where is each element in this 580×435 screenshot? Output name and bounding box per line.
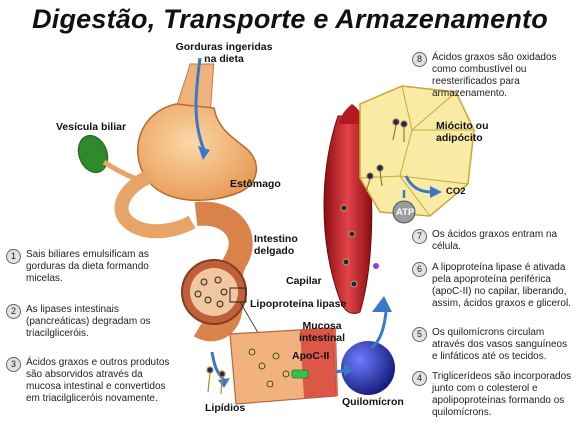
step-text: A lipoproteína lipase é ativada pela apo… — [432, 262, 571, 309]
step-7: 7 Os ácidos graxos entram na célula. — [412, 229, 574, 253]
step-text: Os ácidos graxos entram na célula. — [432, 229, 558, 252]
step-text: As lipases intestinais (pancreáticas) de… — [26, 304, 151, 339]
step-4: 4 Triglicerídeos são incorporados junto … — [412, 371, 574, 419]
label-gallbladder: Vesícula biliar — [56, 121, 127, 133]
step-text: Triglicerídeos são incorporados junto co… — [432, 371, 572, 418]
label-ingested-fats: Gorduras ingeridas na dieta — [175, 41, 273, 65]
fatty-acid-molecules — [365, 118, 408, 193]
step-5: 5 Os quilomícrons circulam através dos v… — [412, 327, 574, 363]
step-6: 6 A lipoproteína lipase é ativada pela a… — [412, 262, 574, 310]
step-text: Ácidos graxos são oxidados como combustí… — [432, 52, 557, 99]
step-number: 2 — [6, 304, 21, 319]
page-title: Digestão, Transporte e Armazenamento — [32, 4, 548, 34]
label-small-intestine: Intestino delgado — [254, 233, 298, 257]
label-myocyte: Miócito ou adipócito — [436, 120, 489, 144]
label-chylomicron: Quilomícron — [342, 396, 404, 408]
step-8: 8 Ácidos graxos são oxidados como combus… — [412, 52, 574, 100]
step-number: 1 — [6, 249, 21, 264]
zoom-box — [229, 287, 247, 303]
step-text: Ácidos graxos e outros produtos são abso… — [26, 357, 170, 404]
step-text: Os quilomícrons circulam através dos vas… — [432, 327, 568, 362]
step-1: 1 Sais biliares emulsificam as gorduras … — [6, 249, 176, 285]
step-number: 3 — [6, 357, 21, 372]
label-apoc-ii: ApoC-II — [292, 350, 330, 362]
step-number: 7 — [412, 229, 427, 244]
duodenum-shape — [114, 169, 196, 239]
label-lipoprotein-lipase: Lipoproteína lipase — [250, 298, 347, 310]
label-capillary: Capilar — [286, 275, 322, 287]
step-number: 6 — [412, 262, 427, 277]
chylomicron-sphere — [341, 341, 395, 395]
label-co2: CO2 — [446, 186, 466, 197]
stomach-shape — [137, 103, 258, 202]
label-stomach: Estômago — [230, 178, 281, 190]
step-number: 4 — [412, 371, 427, 386]
label-intestinal-mucosa: Mucosa intestinal — [298, 320, 346, 344]
label-atp: ATP — [396, 207, 415, 218]
ingested-fat-arrow — [194, 57, 206, 151]
gallbladder-shape — [77, 135, 109, 173]
step-number: 8 — [412, 52, 427, 67]
step-2: 2 As lipases intestinais (pancreáticas) … — [6, 304, 176, 340]
atp-bubble — [392, 200, 416, 224]
apoc-ii-marker — [291, 369, 309, 379]
label-lipids: Lipídios — [205, 402, 246, 414]
micelle-particles — [194, 276, 228, 308]
step-3: 3 Ácidos graxos e outros produtos são ab… — [6, 357, 176, 405]
lipid-molecules — [206, 366, 226, 395]
step-text: Sais biliares emulsificam as gorduras da… — [26, 249, 149, 284]
step-number: 5 — [412, 327, 427, 342]
